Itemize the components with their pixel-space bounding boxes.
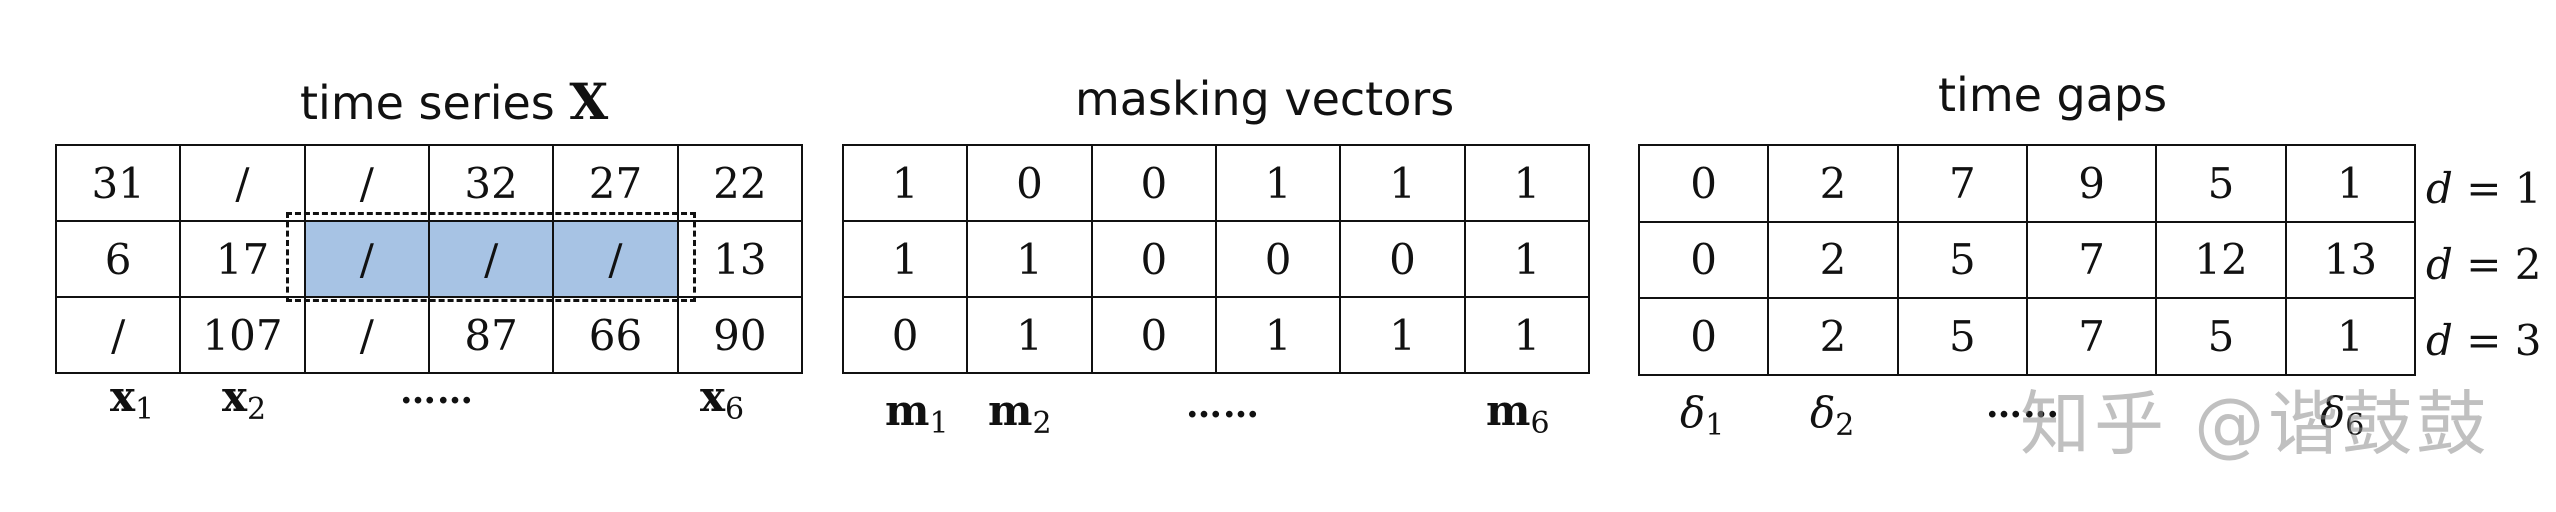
cell: 0 [1090,220,1217,298]
cell: 1 [1214,144,1342,222]
cell: 0 [1339,220,1466,298]
cell: 0 [966,144,1093,222]
cell: 5 [2155,144,2287,223]
watermark: 知乎 @谐鼓鼓 [2020,383,2491,465]
cell: 1 [2284,144,2417,223]
cell: / [179,144,306,222]
cell: 87 [427,296,555,374]
cell: 1 [2284,297,2417,376]
cell: 1 [966,296,1093,374]
cell: 13 [2284,220,2417,300]
cell: 7 [2025,297,2158,376]
label-m6: m6 [1486,386,1550,441]
label-m2: m2 [988,386,1052,441]
cell: 13 [676,220,804,298]
highlighted-cell: / [427,220,555,298]
cell: 0 [1637,297,1770,376]
label-delta1: δ1 [1680,388,1725,443]
time-series-title: time series X [300,72,608,131]
cell: 5 [1896,220,2028,300]
time-gaps-title: time gaps [1938,68,2168,122]
label-x2: x2 [222,372,267,427]
cell: 0 [1090,144,1217,222]
table-row: 6 17 / / / 13 [54,220,804,298]
cell: 1 [841,144,969,222]
table-row: 0 2 5 7 5 1 [1637,297,2417,376]
cell: 1 [1463,144,1591,222]
table-row: 0 2 7 9 5 1 [1637,144,2417,223]
cell: 0 [1637,220,1770,300]
cell: 6 [54,220,182,298]
cell: 1 [1339,144,1466,222]
table-row: / 107 / 87 66 90 [54,296,804,374]
cell: 2 [1767,144,1899,223]
time-series-title-math: X [569,72,609,131]
cell: 2 [1767,297,1899,376]
cell: 1 [1463,296,1591,374]
table-row: 0 2 5 7 12 13 [1637,220,2417,300]
cell: 22 [676,144,804,222]
cell: 17 [179,220,306,298]
cell: 12 [2155,220,2287,300]
cell: / [303,296,430,374]
table-row: 31 / / 32 27 22 [54,144,804,222]
cell: 7 [1896,144,2028,223]
label-delta6: δ6 [2320,388,2365,443]
cell: 1 [1463,220,1591,298]
cell: / [303,144,430,222]
table-row: 1 1 0 0 0 1 [841,220,1591,298]
cell: 0 [1090,296,1217,374]
cell: 0 [1637,144,1770,223]
time-series-table: 31 / / 32 27 22 6 17 / / / 13 / 107 / 87… [54,144,804,374]
cell: 9 [2025,144,2158,223]
label-x6: x6 [700,372,745,427]
cell: 1 [1339,296,1466,374]
ellipsis: …… [400,370,474,412]
cell: 32 [427,144,555,222]
highlighted-cell: / [303,220,430,298]
cell: 31 [54,144,182,222]
cell: / [54,296,182,374]
cell: 5 [1896,297,2028,376]
cell: 66 [552,296,679,374]
cell: 1 [966,220,1093,298]
cell: 107 [179,296,306,374]
masking-table: 1 0 0 1 1 1 1 1 0 0 0 1 0 1 0 1 1 1 [841,144,1591,374]
cell: 0 [1214,220,1342,298]
label-m1: m1 [885,386,949,441]
cell: 1 [1214,296,1342,374]
cell: 5 [2155,297,2287,376]
cell: 2 [1767,220,1899,300]
missing-segment-dashed-box [286,212,696,302]
ellipsis: …… [1186,384,1260,426]
time-gaps-table: 0 2 7 9 5 1 0 2 5 7 12 13 0 2 5 7 5 1 [1637,144,2417,376]
row-label-d2: d = 2 [2426,240,2542,289]
highlighted-cell: / [552,220,679,298]
row-label-d3: d = 3 [2426,316,2542,365]
row-label-d1: d = 1 [2426,164,2542,213]
table-row: 0 1 0 1 1 1 [841,296,1591,374]
cell: 90 [676,296,804,374]
cell: 0 [841,296,969,374]
label-delta2: δ2 [1810,388,1855,443]
cell: 7 [2025,220,2158,300]
label-x1: x1 [110,372,155,427]
masking-vectors-title: masking vectors [1075,72,1455,126]
time-series-title-text: time series [300,76,570,130]
cell: 27 [552,144,679,222]
ellipsis: …… [1986,384,2060,426]
table-row: 1 0 0 1 1 1 [841,144,1591,222]
cell: 1 [841,220,969,298]
